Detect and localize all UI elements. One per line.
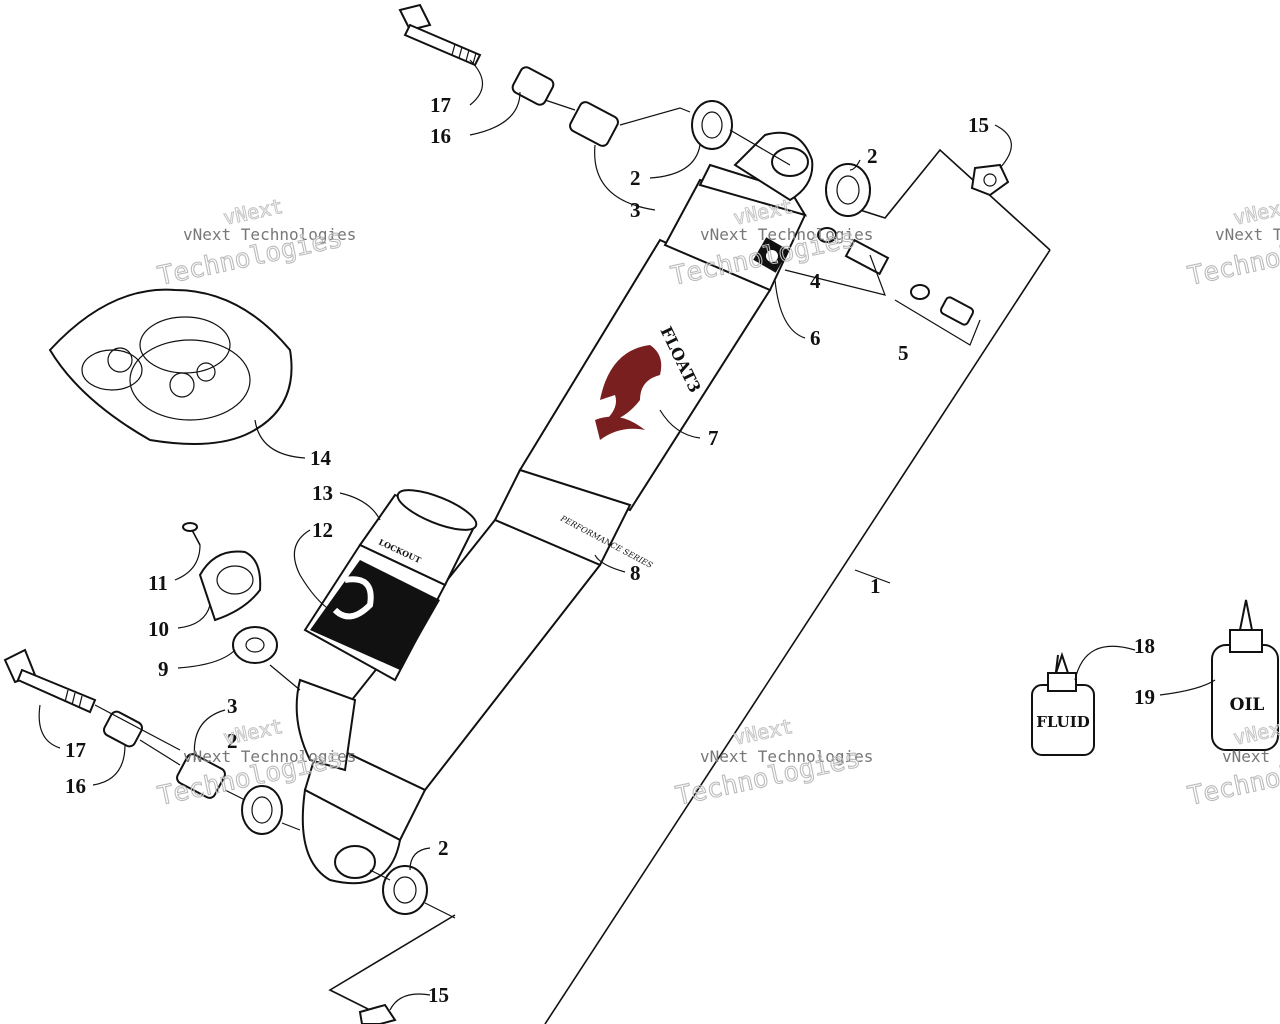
callout-7: 7 bbox=[708, 426, 719, 450]
callout-13: 13 bbox=[312, 481, 333, 505]
callout-17: 17 bbox=[65, 738, 86, 762]
upper-bolt-17 bbox=[398, 3, 482, 67]
upper-spacer-16 bbox=[511, 66, 555, 106]
watermark-top-right: vNext vNext Technologies Technologies bbox=[1185, 193, 1280, 292]
seal-kit-14 bbox=[48, 288, 293, 445]
upper-washer-2a bbox=[691, 100, 733, 150]
fluid-bottle-18: FLUID bbox=[1031, 651, 1095, 756]
callout-17: 17 bbox=[430, 93, 451, 117]
callout-1: 1 bbox=[870, 574, 881, 598]
callout-16: 16 bbox=[65, 774, 86, 798]
upper-nut-15 bbox=[970, 163, 1010, 197]
callout-2: 2 bbox=[867, 144, 878, 168]
lever-10 bbox=[198, 550, 262, 622]
screw-11 bbox=[182, 522, 201, 546]
watermark-text: vNext Technologies bbox=[183, 225, 356, 244]
lower-bolt-17 bbox=[3, 648, 97, 714]
leader-lines bbox=[38, 59, 1216, 1011]
oil-bottle-19: OIL bbox=[1211, 599, 1279, 751]
watermark-text: vNext Technologies bbox=[1222, 747, 1280, 766]
upper-washer-2b bbox=[825, 163, 871, 217]
callout-14: 14 bbox=[310, 446, 332, 470]
callout-9: 9 bbox=[158, 657, 169, 681]
callout-8: 8 bbox=[630, 561, 641, 585]
watermark-vnext: vNext bbox=[221, 714, 285, 750]
watermark-text: vNext Technologies bbox=[1215, 225, 1280, 244]
watermark-text: vNext Technologies bbox=[700, 747, 873, 766]
callout-18: 18 bbox=[1134, 634, 1155, 658]
watermark-text: vNext Technologies bbox=[700, 225, 873, 244]
assembly-bracket-1 bbox=[328, 148, 1051, 1024]
callout-11: 11 bbox=[148, 571, 168, 595]
lower-spacer-16 bbox=[103, 710, 143, 748]
washer-9 bbox=[232, 626, 278, 664]
callout-16: 16 bbox=[430, 124, 451, 148]
bracket-lines-4-5 bbox=[784, 254, 981, 346]
callout-2: 2 bbox=[227, 729, 238, 753]
lower-washer-2d bbox=[382, 865, 428, 915]
callout-10: 10 bbox=[148, 617, 169, 641]
fluid-label: FLUID bbox=[1036, 713, 1089, 731]
callout-3: 3 bbox=[227, 694, 238, 718]
lower-nut-15 bbox=[358, 1003, 397, 1024]
callout-6: 6 bbox=[810, 326, 821, 350]
callout-3: 3 bbox=[630, 198, 641, 222]
callout-numbers: 17 16 2 3 2 15 4 5 6 7 8 1 14 13 12 11 1… bbox=[65, 93, 1155, 1007]
callout-12: 12 bbox=[312, 518, 333, 542]
lower-bushing-3 bbox=[176, 753, 226, 799]
callout-2: 2 bbox=[438, 836, 449, 860]
callout-19: 19 bbox=[1134, 685, 1155, 709]
oil-label: OIL bbox=[1230, 695, 1265, 715]
watermark-bottom-right: vNext vNext Technologies Technologies bbox=[1185, 713, 1280, 812]
callout-4: 4 bbox=[810, 269, 821, 293]
watermark-text: vNext Technologies bbox=[183, 747, 356, 766]
watermark-bottom-center: vNext vNext Technologies Technologies bbox=[673, 713, 874, 812]
upper-bushing-3 bbox=[569, 101, 619, 147]
callout-2: 2 bbox=[630, 166, 641, 190]
callout-15: 15 bbox=[968, 113, 989, 137]
lower-washer-2c bbox=[241, 785, 283, 835]
callout-5: 5 bbox=[898, 341, 909, 365]
valve-cap-5 bbox=[910, 284, 975, 326]
watermark-top-left: vNext vNext Technologies Technologies bbox=[155, 193, 357, 292]
callout-15: 15 bbox=[428, 983, 449, 1007]
air-valve-4 bbox=[817, 227, 890, 276]
watermark-vnext: vNext bbox=[731, 714, 795, 750]
lockout-assembly: LOCKOUT bbox=[295, 489, 478, 772]
